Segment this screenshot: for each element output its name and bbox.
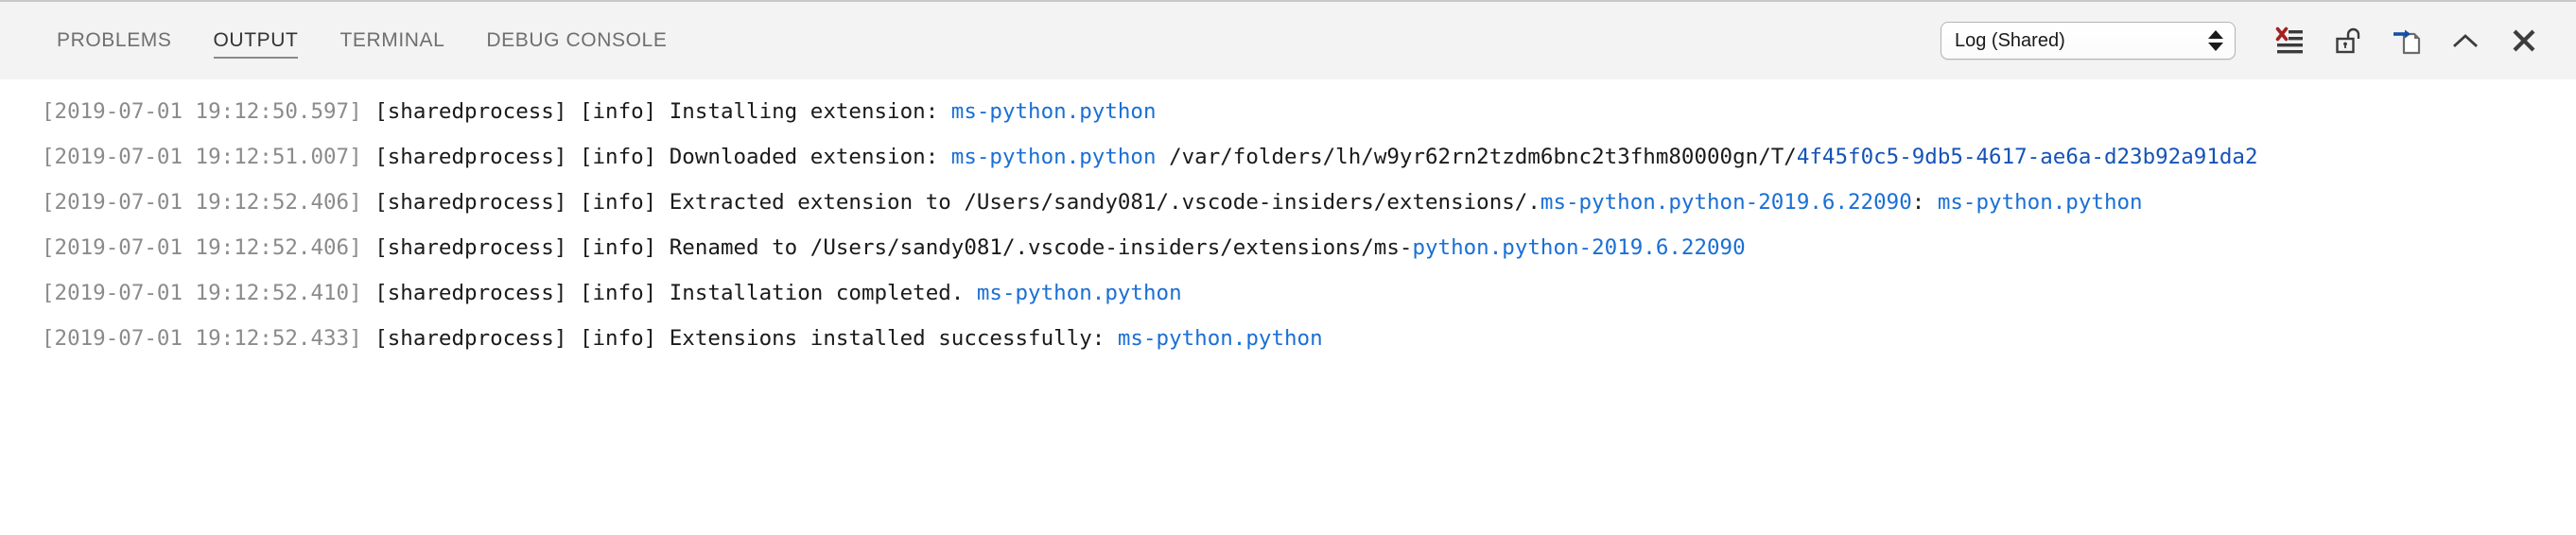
log-message: Installation completed. bbox=[669, 281, 977, 305]
clear-output-icon bbox=[2275, 26, 2303, 54]
log-timestamp: [2019-07-01 19:12:50.597] bbox=[42, 99, 362, 124]
panel-tab-list: PROBLEMS OUTPUT TERMINAL DEBUG CONSOLE bbox=[0, 2, 688, 79]
output-channel-select-wrap: Log (Shared) bbox=[1941, 22, 2236, 60]
log-timestamp: [2019-07-01 19:12:52.433] bbox=[42, 326, 362, 351]
tab-debug-console-label: DEBUG CONSOLE bbox=[486, 29, 668, 51]
log-timestamp: [2019-07-01 19:12:52.406] bbox=[42, 190, 362, 215]
tab-terminal[interactable]: TERMINAL bbox=[319, 2, 465, 79]
log-source: [sharedprocess] [info] bbox=[361, 190, 670, 215]
log-message: Installing extension: bbox=[669, 99, 951, 124]
extension-link[interactable]: ms-python.python bbox=[976, 281, 1182, 305]
panel-actions: Log (Shared) bbox=[1941, 2, 2576, 79]
log-timestamp: [2019-07-01 19:12:52.406] bbox=[42, 235, 362, 260]
log-line: [2019-07-01 19:12:52.433] [sharedprocess… bbox=[0, 316, 2576, 361]
tab-output[interactable]: OUTPUT bbox=[193, 2, 320, 79]
extension-link[interactable]: ms-python.python bbox=[1937, 190, 2143, 215]
tab-output-label: OUTPUT bbox=[213, 29, 299, 51]
log-line: [2019-07-01 19:12:52.406] [sharedprocess… bbox=[0, 225, 2576, 270]
extension-version-link[interactable]: python.python-2019.6.22090 bbox=[1412, 235, 1746, 260]
collapse-panel-button[interactable] bbox=[2436, 14, 2495, 67]
log-source: [sharedprocess] [info] bbox=[361, 145, 670, 169]
log-source: [sharedprocess] [info] bbox=[361, 235, 670, 260]
log-message: Renamed to /Users/sandy081/.vscode-insid… bbox=[669, 235, 1413, 260]
chevron-up-icon bbox=[2453, 34, 2478, 47]
log-message: Extensions installed successfully: bbox=[669, 326, 1118, 351]
log-tail: : bbox=[1911, 190, 1938, 215]
log-tail: /var/folders/lh/w9yr62rn2tzdm6bnc2t3fhm8… bbox=[1156, 145, 1797, 169]
tab-problems[interactable]: PROBLEMS bbox=[36, 2, 193, 79]
extension-link[interactable]: ms-python.python bbox=[950, 145, 1157, 169]
extension-link[interactable]: ms-python.python bbox=[950, 99, 1157, 124]
close-icon bbox=[2513, 29, 2535, 52]
extension-version-link[interactable]: ms-python.python-2019.6.22090 bbox=[1540, 190, 1912, 215]
download-path-link[interactable]: 4f45f0c5-9db5-4617-ae6a-d23b92a91da2 bbox=[1796, 145, 2258, 169]
panel-titlebar: PROBLEMS OUTPUT TERMINAL DEBUG CONSOLE L… bbox=[0, 0, 2576, 79]
open-in-editor-button[interactable] bbox=[2377, 14, 2436, 67]
tab-terminal-label: TERMINAL bbox=[339, 29, 445, 51]
tab-debug-console[interactable]: DEBUG CONSOLE bbox=[465, 2, 688, 79]
log-source: [sharedprocess] [info] bbox=[361, 99, 670, 124]
output-content[interactable]: [2019-07-01 19:12:50.597] [sharedprocess… bbox=[0, 79, 2576, 535]
tab-problems-label: PROBLEMS bbox=[57, 29, 172, 51]
close-panel-button[interactable] bbox=[2495, 14, 2553, 67]
log-line: [2019-07-01 19:12:52.410] [sharedprocess… bbox=[0, 270, 2576, 316]
log-timestamp: [2019-07-01 19:12:52.410] bbox=[42, 281, 362, 305]
log-message: Downloaded extension: bbox=[669, 145, 951, 169]
extension-link[interactable]: ms-python.python bbox=[1117, 326, 1323, 351]
log-source: [sharedprocess] [info] bbox=[361, 281, 670, 305]
output-scrollbar[interactable] bbox=[2563, 79, 2576, 535]
log-line: [2019-07-01 19:12:51.007] [sharedprocess… bbox=[0, 134, 2576, 180]
clear-output-button[interactable] bbox=[2260, 14, 2319, 67]
toggle-lock-button[interactable] bbox=[2319, 14, 2377, 67]
log-line: [2019-07-01 19:12:50.597] [sharedprocess… bbox=[0, 89, 2576, 134]
output-channel-select[interactable]: Log (Shared) bbox=[1941, 22, 2236, 60]
open-in-editor-icon bbox=[2393, 29, 2421, 55]
log-message: Extracted extension to /Users/sandy081/.… bbox=[669, 190, 1540, 215]
log-source: [sharedprocess] [info] bbox=[361, 326, 670, 351]
unlock-icon bbox=[2336, 27, 2360, 54]
log-timestamp: [2019-07-01 19:12:51.007] bbox=[42, 145, 362, 169]
log-line: [2019-07-01 19:12:52.406] [sharedprocess… bbox=[0, 180, 2576, 225]
